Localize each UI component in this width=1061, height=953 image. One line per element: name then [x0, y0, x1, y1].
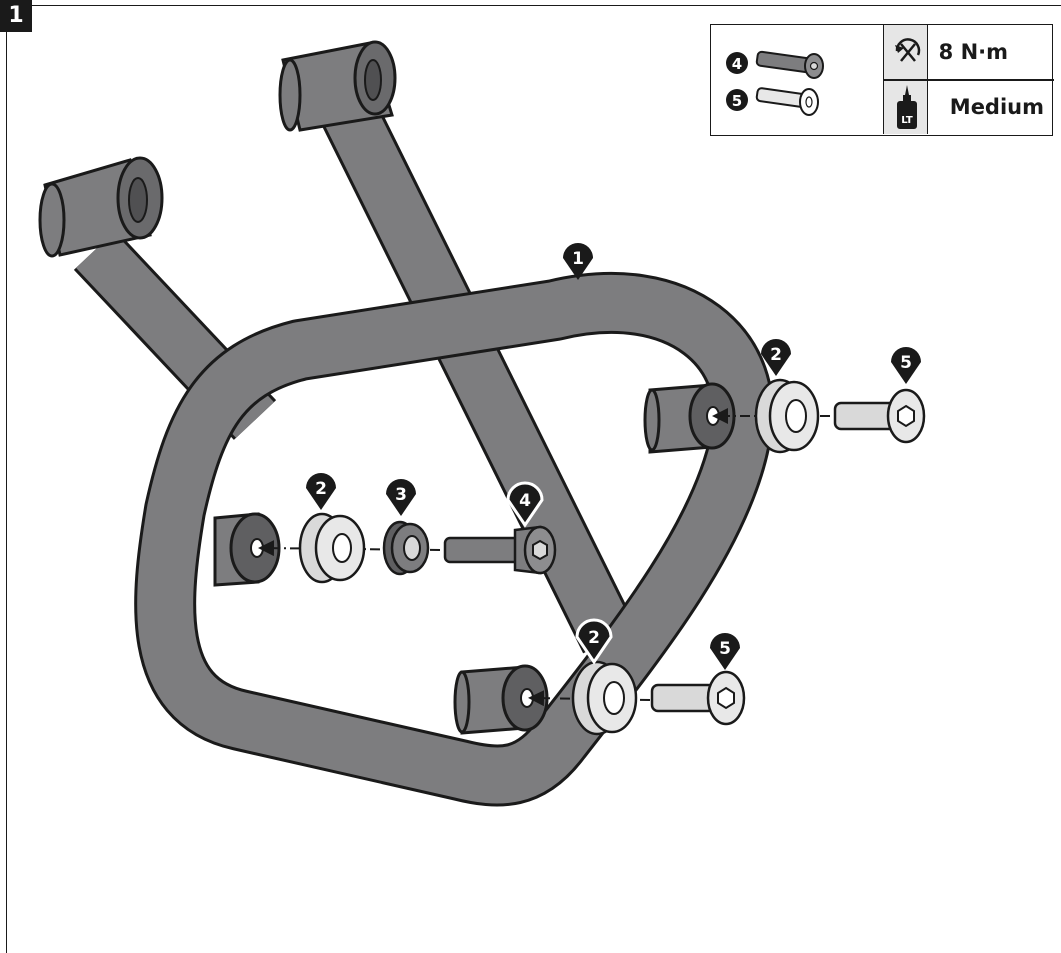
socket-bolt-left: [443, 525, 557, 575]
torque-wrench-icon: [895, 38, 921, 62]
callout-washer-lower: 2: [575, 618, 613, 665]
bolt-flat-head-icon: [755, 87, 819, 116]
spec-divider: [883, 25, 885, 134]
svg-text:3: 3: [395, 485, 407, 505]
flat-head-bolt-lower: [650, 670, 746, 726]
callout-washer-upper-right: 2: [761, 339, 791, 376]
callout-frame: 1: [563, 243, 593, 280]
flat-head-bolt-upper-right: [833, 388, 926, 444]
svg-text:2: 2: [588, 628, 600, 648]
boss-upper-right: [643, 382, 736, 454]
svg-text:5: 5: [719, 639, 731, 659]
svg-text:5: 5: [732, 92, 742, 110]
crash-bar-loop: [134, 271, 775, 807]
svg-text:2: 2: [770, 345, 782, 365]
spec-parts-list: 4 5: [726, 50, 824, 116]
boss-left: [213, 512, 281, 587]
svg-text:1: 1: [572, 249, 584, 269]
rubber-washer-upper-right: [754, 378, 820, 454]
callout-bolt-lower: 5: [710, 633, 740, 670]
rubber-washer-left: [298, 512, 366, 584]
spec-callout-4: 4: [726, 52, 748, 74]
threadlocker-bottle-icon: LT: [897, 85, 917, 129]
spec-callout-5: 5: [726, 89, 748, 111]
callout-spacer-left: 3: [386, 479, 416, 516]
svg-text:LT: LT: [901, 115, 913, 126]
threadlocker-strength: Medium: [949, 95, 1044, 119]
frame-border-top: [0, 5, 1061, 6]
bolt-long-icon: [755, 50, 824, 79]
torque-value: 8 N·m: [938, 40, 1008, 64]
boss-lower: [453, 664, 549, 735]
mounting-arm-front: [278, 40, 637, 654]
frame-border-left: [6, 5, 7, 953]
torque-spec-panel: 4 5 8 N·m: [710, 24, 1054, 136]
callout-washer-left: 2: [306, 473, 336, 510]
spacer-left: [382, 520, 430, 576]
callout-bolt-left: 4: [506, 481, 544, 528]
svg-text:2: 2: [315, 479, 327, 499]
spec-divider: [884, 79, 1054, 81]
svg-text:4: 4: [519, 491, 531, 511]
callout-bolt-upper-right: 5: [891, 347, 921, 384]
step-number-badge: 1: [0, 0, 32, 32]
svg-text:4: 4: [732, 55, 742, 73]
svg-text:5: 5: [900, 353, 912, 373]
rubber-washer-lower: [571, 660, 638, 736]
